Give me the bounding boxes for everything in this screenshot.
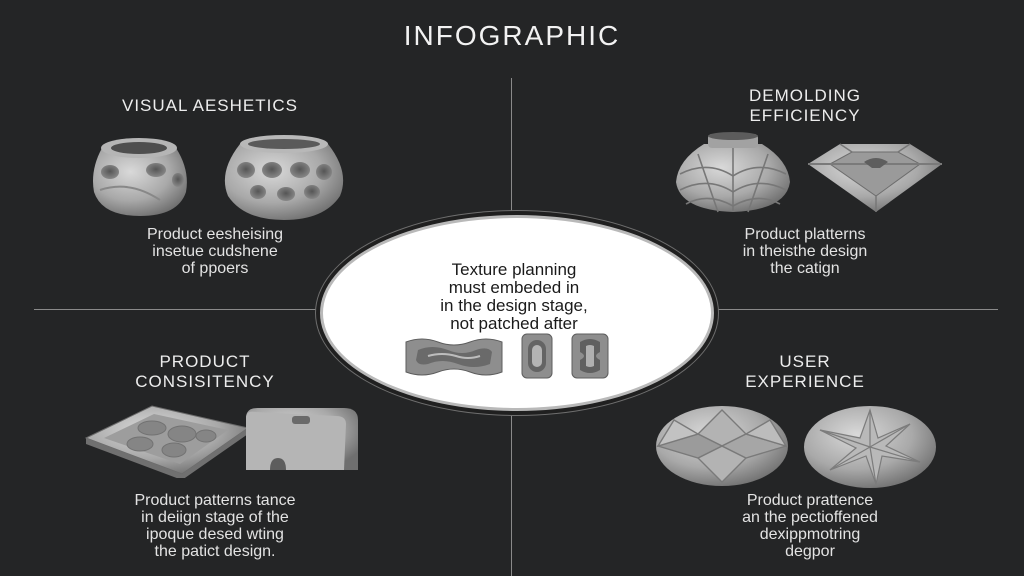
- caption-line: of ppoers: [181, 260, 249, 277]
- heading-line: EXPERIENCE: [745, 372, 865, 391]
- caption-line: the catign: [770, 260, 840, 277]
- caption-line: dexippmotring: [759, 526, 861, 543]
- product-consistency-caption: Product patterns tance in deiign stage o…: [65, 492, 365, 560]
- heading-line: PRODUCT: [159, 352, 251, 371]
- caption-line: an the pectioffened: [742, 509, 878, 526]
- heading-line: DEMOLDING: [749, 86, 861, 105]
- faceted-tray-icon: [808, 143, 942, 212]
- capsule-mold-icon: [521, 333, 553, 379]
- user-experience-caption: Product prattence an the pectioffened de…: [660, 492, 960, 560]
- geometric-sphere-icon: [655, 406, 789, 486]
- visual-aesthetics-caption: Product eesheising insetue cudshene of p…: [80, 226, 350, 277]
- heading-line: CONSISITENCY: [135, 372, 275, 391]
- caption-line: ipoque desed wting: [146, 526, 284, 543]
- user-experience-heading: USER EXPERIENCE: [660, 352, 950, 392]
- heading-line: VISUAL AESHETICS: [122, 96, 298, 115]
- infographic-title: INFOGRAPHIC: [403, 20, 621, 51]
- demolding-efficiency-heading: DEMOLDING EFFICIENCY: [660, 86, 950, 126]
- caption-line: Product platterns: [744, 226, 866, 243]
- caption-line: Product prattence: [746, 492, 874, 509]
- demolding-efficiency-caption: Product platterns in theisthe design the…: [665, 226, 945, 277]
- center-statement: Texture planning must embeded in in the …: [340, 261, 688, 333]
- caption-line: Product eesheising: [146, 226, 284, 243]
- cube-block-icon: [246, 408, 358, 470]
- caption-line: Product patterns tance: [134, 492, 296, 509]
- wavy-mold-icon: [405, 338, 503, 376]
- perforated-vase-icon: [93, 138, 187, 216]
- divider-vertical-top: [511, 78, 512, 238]
- visual-aesthetics-heading: VISUAL AESHETICS: [60, 96, 360, 116]
- caption-line: the patict design.: [154, 543, 276, 560]
- textured-tile-icon: [84, 405, 250, 478]
- divider-horizontal-right: [708, 309, 998, 310]
- center-line: not patched after: [450, 314, 578, 333]
- heading-line: USER: [779, 352, 831, 371]
- bubble-vase-icon: [224, 135, 344, 220]
- divider-vertical-bottom: [511, 410, 512, 576]
- caption-line: in deiign stage of the: [141, 509, 289, 526]
- center-circle: [320, 215, 714, 411]
- product-consistency-heading: PRODUCT CONSISITENCY: [60, 352, 350, 392]
- divider-horizontal-left: [34, 309, 320, 310]
- notched-mold-icon: [571, 333, 609, 379]
- center-line: in the design stage,: [440, 296, 588, 315]
- star-sphere-icon: [804, 406, 936, 488]
- caption-line: in theisthe design: [742, 243, 868, 260]
- lattice-vase-icon: [676, 132, 790, 213]
- heading-line: EFFICIENCY: [749, 106, 861, 125]
- center-line: Texture planning: [451, 260, 577, 279]
- center-line: must embeded in: [448, 278, 580, 297]
- caption-line: insetue cudshene: [152, 243, 278, 260]
- caption-line: degpor: [785, 543, 835, 560]
